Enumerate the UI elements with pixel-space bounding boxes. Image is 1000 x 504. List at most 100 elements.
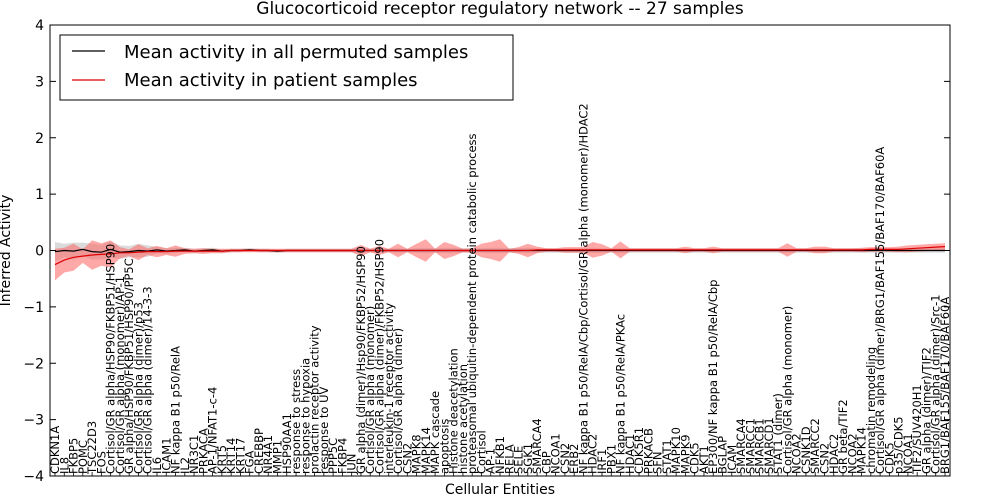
x-tick-label: TIF2/SUV420H1 bbox=[910, 384, 924, 475]
x-tick-label: HDAC2 bbox=[827, 434, 841, 474]
legend-label-permuted: Mean activity in all permuted samples bbox=[124, 42, 468, 63]
x-tick-label: SMARCD1 bbox=[762, 417, 776, 474]
y-axis-label: Inferred Activity bbox=[0, 195, 14, 307]
x-tick-label: IRF1 bbox=[595, 449, 609, 474]
x-tick-label: SMARCC2 bbox=[808, 418, 822, 474]
x-tick-label: Histone deacetylation bbox=[447, 348, 461, 474]
patient-band bbox=[55, 239, 945, 281]
x-tick-labels: CDKN1AIL8FKBP5POMCTSC22D3FOSCortisol/GR … bbox=[48, 103, 952, 476]
x-tick-label: proteasomal ubiquitin-dependent protein … bbox=[465, 133, 479, 474]
x-tick-label: TSC22D3 bbox=[85, 421, 99, 475]
x-tick-label: AKT1 bbox=[697, 445, 711, 474]
x-tick-label: HSP90AA1 bbox=[280, 413, 294, 474]
x-tick-label: Cortisol/GR alpha (dimer)/BRG1/BAF155/BA… bbox=[873, 147, 887, 474]
x-tick-label: KRT14 bbox=[224, 438, 238, 474]
x-tick-label: interleukin-1 receptor activity bbox=[382, 303, 396, 474]
x-tick-label: MAPK14 bbox=[419, 427, 433, 474]
y-tick-label: 3 bbox=[35, 74, 44, 90]
x-tick-label: PRKACB bbox=[641, 428, 655, 474]
x-tick-label: MMP1 bbox=[271, 440, 285, 474]
x-tick-label: MAPK9 bbox=[678, 434, 692, 474]
plot-frame bbox=[49, 24, 951, 477]
y-tick-label: 4 bbox=[35, 18, 44, 34]
x-tick-label: GR beta/TIF2 bbox=[836, 399, 850, 474]
x-tick-label: BRG1/BAF155/BAF170/BAF60A bbox=[938, 297, 952, 474]
x-tick-label: IL6 bbox=[150, 457, 164, 474]
x-tick-label: RELA bbox=[502, 444, 516, 474]
x-tick-label: CSN2 bbox=[558, 443, 572, 474]
x-tick-label: NF kappa B1 p50/RelA/PKAc bbox=[614, 314, 628, 474]
y-tick-label: −3 bbox=[23, 413, 44, 429]
patient-mean-line bbox=[54, 246, 946, 266]
x-tick-label: HDAC2 bbox=[586, 434, 600, 474]
x-tick-label: GR alpha (dimer)/TIF2 bbox=[919, 347, 933, 474]
x-tick-label: ICAM1 bbox=[159, 437, 173, 474]
x-tick-label: Cortisol/GR alpha/HSP90/FKBP51/HSP90 bbox=[104, 244, 118, 474]
x-tick-label: Cortisol bbox=[474, 430, 488, 474]
bands-layer bbox=[55, 239, 945, 281]
x-tick-label: MAPK cascade bbox=[428, 391, 442, 474]
x-tick-label: apoptosis bbox=[437, 419, 451, 474]
x-tick-label: Cortisol/GR alpha (dimer) bbox=[391, 328, 405, 474]
x-tick-label: chromatin remodeling bbox=[864, 347, 878, 474]
x-axis-label: Cellular Entities bbox=[445, 482, 555, 498]
x-tick-label: histone acetylation bbox=[456, 364, 470, 474]
x-tick-label: response to stress bbox=[289, 369, 303, 474]
x-tick-label: SMARCA4 bbox=[734, 418, 748, 474]
x-tick-label: CREBBP bbox=[252, 428, 266, 474]
x-tick-label: NF kappa B1 p50/RelA/Cbp/Cortisol/GR alp… bbox=[576, 103, 590, 474]
x-tick-label: FKBP5 bbox=[67, 438, 81, 474]
x-tick-label: CDK5 bbox=[688, 442, 702, 474]
x-tick-label: CDKN1A bbox=[48, 426, 62, 474]
x-tick-label: CDK5R1 bbox=[632, 427, 646, 474]
x-tick-label: AP-1/NFAT1-c-4 bbox=[206, 387, 220, 474]
y-tick-label: −4 bbox=[23, 469, 44, 485]
x-tick-label: NR3C1 bbox=[187, 435, 201, 474]
x-tick-label: NCOA1 bbox=[901, 433, 915, 474]
x-tick-label: KRT17 bbox=[233, 438, 247, 474]
legend-box bbox=[59, 34, 514, 101]
x-tick-label: FOS bbox=[94, 451, 108, 474]
legend: Mean activity in all permuted samples Me… bbox=[59, 34, 514, 101]
x-tick-label: SELE bbox=[512, 446, 526, 474]
lines-layer bbox=[54, 246, 946, 266]
x-tick-label: FKBP4 bbox=[335, 438, 349, 474]
chart-title: Glucocorticoid receptor regulatory netwo… bbox=[256, 0, 744, 19]
x-tick-label: PPP5C bbox=[326, 438, 340, 474]
legend-label-patient: Mean activity in patient samples bbox=[124, 70, 418, 91]
x-tick-label: Cortisol/GR alpha (dimer)/p53 bbox=[131, 302, 145, 474]
x-tick-label: FGA bbox=[243, 450, 257, 474]
y-tick-label: 0 bbox=[35, 244, 44, 260]
x-tick-label: CSN2 bbox=[817, 443, 831, 474]
x-tick-label: Cortisol/GR alpha (dimer)/14-3-3 bbox=[141, 286, 155, 474]
x-tick-label: NFKB1 bbox=[493, 436, 507, 474]
x-tick-label: IL2 bbox=[178, 457, 192, 474]
x-tick-label: ERB2 bbox=[567, 444, 581, 474]
y-tick-label: 2 bbox=[35, 131, 44, 147]
x-tick-label: prolactin receptor activity bbox=[308, 325, 322, 474]
x-tick-label: HDAC1 bbox=[623, 434, 637, 474]
x-tick-label: NCOA2 bbox=[790, 433, 804, 474]
x-tick-label: ICAM bbox=[725, 445, 739, 474]
x-tick-label: SMARCC1 bbox=[743, 418, 757, 474]
x-tick-label: EP300/NF kappa B1 p50/RelA/Cbp bbox=[706, 280, 720, 475]
x-tick-label: NF kappa B1 p50/RelA bbox=[169, 346, 183, 474]
x-tick-label: MAPK8 bbox=[410, 434, 424, 474]
x-tick-label: NR4A1 bbox=[261, 435, 275, 474]
y-tick-label: −1 bbox=[23, 300, 44, 316]
x-tick-label: SFN bbox=[651, 451, 665, 474]
x-tick-label: STAT1 bbox=[660, 439, 674, 474]
x-tick-label: SGK1 bbox=[521, 443, 535, 474]
x-tick-label: CSN2 bbox=[400, 443, 414, 474]
x-tick-label: GR alpha (dimer)/Hsp90/FKBP52/HSP90 bbox=[354, 246, 368, 474]
x-tick-label: MAPK14 bbox=[855, 427, 869, 474]
x-tick-label: MAPK10 bbox=[669, 427, 683, 474]
x-tick-label: CBP bbox=[539, 451, 553, 474]
x-tick-label: response to hypoxia bbox=[298, 358, 312, 474]
x-tick-label: Cortisol/GR alpha (dimer)/FKBP52/HSP90 bbox=[372, 239, 386, 474]
x-tick-label: response to UV bbox=[317, 386, 331, 474]
x-tick-label: POMC bbox=[76, 440, 90, 474]
x-tick-label: SMARCA4 bbox=[530, 418, 544, 474]
